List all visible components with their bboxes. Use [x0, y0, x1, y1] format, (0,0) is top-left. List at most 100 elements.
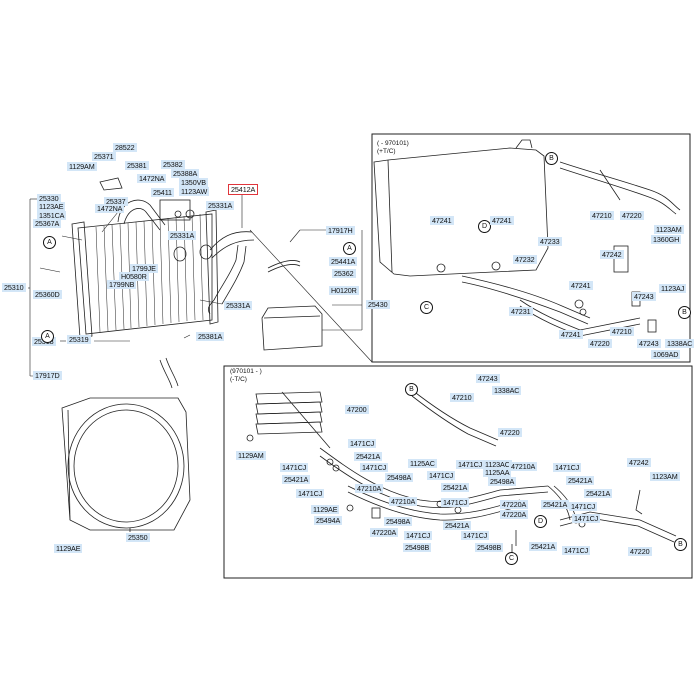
part-label[interactable]: 25498B [475, 543, 504, 552]
part-label[interactable]: 1471CJ [441, 498, 470, 507]
part-label[interactable]: 1125AC [408, 459, 437, 468]
part-label[interactable]: 1129AM [67, 162, 97, 171]
part-label[interactable]: 1360GH [651, 235, 682, 244]
part-label[interactable]: 25388A [171, 169, 200, 178]
part-label[interactable]: 1471CJ [280, 463, 309, 472]
part-label[interactable]: 1351CA [37, 211, 67, 220]
part-label[interactable]: 1338AC [492, 386, 522, 395]
part-label[interactable]: 25498A [385, 473, 414, 482]
part-label[interactable]: 1799NB [107, 280, 137, 289]
part-label[interactable]: 47220 [620, 211, 644, 220]
part-label[interactable]: 25441A [329, 257, 358, 266]
part-label[interactable]: 1125AA [483, 468, 512, 477]
part-label[interactable]: 1123AJ [659, 284, 687, 293]
part-label[interactable]: 25331A [206, 201, 235, 210]
part-label[interactable]: 47210A [355, 484, 384, 493]
part-label[interactable]: 1069AD [651, 350, 681, 359]
part-label[interactable]: 25421A [529, 542, 558, 551]
part-label[interactable]: 28522 [113, 143, 137, 152]
part-label[interactable]: 47210 [590, 211, 614, 220]
part-label[interactable]: 1338AC [665, 339, 695, 348]
part-label[interactable]: 47210 [450, 393, 474, 402]
part-label[interactable]: 1123AM [654, 225, 684, 234]
part-label[interactable]: 25350 [126, 533, 150, 542]
part-label[interactable]: 47220A [500, 500, 529, 509]
part-label[interactable]: 1123AC [483, 460, 512, 469]
part-label[interactable]: H0120R [329, 286, 359, 295]
part-label[interactable]: 47232 [513, 255, 537, 264]
part-label[interactable]: 25319 [67, 335, 91, 344]
part-label[interactable]: 1471CJ [553, 463, 582, 472]
part-label[interactable]: 47241 [569, 281, 593, 290]
part-label[interactable]: 25498A [488, 477, 517, 486]
part-label[interactable]: 47220 [498, 428, 522, 437]
part-label[interactable]: 1471CJ [348, 439, 377, 448]
part-label[interactable]: 25421A [584, 489, 613, 498]
part-label[interactable]: 25421A [282, 475, 311, 484]
part-label[interactable]: 1129AM [236, 451, 266, 460]
part-label[interactable]: 47243 [637, 339, 661, 348]
part-label-highlighted[interactable]: 25412A [228, 184, 259, 195]
part-label[interactable]: 47233 [538, 237, 562, 246]
part-label[interactable]: 1472NA [95, 204, 125, 213]
part-label[interactable]: 47243 [632, 292, 656, 301]
part-label[interactable]: 25411 [151, 188, 174, 197]
part-label[interactable]: 47200 [345, 405, 369, 414]
part-label[interactable]: 25331A [168, 231, 197, 240]
part-label[interactable]: 25430 [366, 300, 390, 309]
part-label[interactable]: 1471CJ [360, 463, 389, 472]
part-label[interactable]: 47242 [627, 458, 651, 467]
part-label[interactable]: 1123AE [37, 202, 66, 211]
part-label[interactable]: 25421A [443, 521, 472, 530]
part-label[interactable]: 25367A [33, 219, 62, 228]
part-label[interactable]: 47243 [476, 374, 500, 383]
part-label[interactable]: 1129AE [54, 544, 83, 553]
part-label[interactable]: 1471CJ [404, 531, 433, 540]
part-label[interactable]: 25330 [37, 194, 61, 203]
part-label[interactable]: 1472NA [137, 174, 167, 183]
part-label[interactable]: 47210 [610, 327, 634, 336]
part-label[interactable]: H0580R [119, 272, 149, 281]
part-label[interactable]: 47220 [588, 339, 612, 348]
part-label[interactable]: 1350VB [179, 178, 208, 187]
part-label[interactable]: 1471CJ [296, 489, 325, 498]
part-label[interactable]: 1129AE [311, 505, 340, 514]
part-label[interactable]: 1799JE [130, 264, 158, 273]
part-label[interactable]: 47241 [430, 216, 454, 225]
part-label[interactable]: 1471CJ [562, 546, 591, 555]
part-label[interactable]: 25382 [161, 160, 185, 169]
part-label[interactable]: 25381 [125, 161, 149, 170]
part-label[interactable]: 47210A [389, 497, 418, 506]
part-label[interactable]: 25498B [403, 543, 432, 552]
part-label[interactable]: 25381A [196, 332, 225, 341]
part-label[interactable]: 25421A [541, 500, 570, 509]
part-label[interactable]: 1471CJ [456, 460, 485, 469]
part-label[interactable]: 25371 [92, 152, 116, 161]
part-label[interactable]: 47231 [509, 307, 533, 316]
part-label[interactable]: 47242 [600, 250, 624, 259]
part-label[interactable]: 25362 [332, 269, 356, 278]
part-label[interactable]: 17917D [33, 371, 62, 380]
part-label[interactable]: 25337 [104, 197, 128, 206]
part-label[interactable]: 47220A [500, 510, 529, 519]
part-label[interactable]: 47220A [370, 528, 399, 537]
part-label[interactable]: 25421A [566, 476, 595, 485]
part-label[interactable]: 25331A [224, 301, 253, 310]
part-label[interactable]: 47241 [490, 216, 514, 225]
part-label[interactable]: 1123AW [179, 187, 210, 196]
part-label[interactable]: 25360D [33, 290, 62, 299]
part-label[interactable]: 1471CJ [572, 514, 601, 523]
part-label[interactable]: 47210A [509, 462, 538, 471]
part-label[interactable]: 25421A [354, 452, 383, 461]
part-label[interactable]: 1471CJ [461, 531, 490, 540]
part-label[interactable]: 1471CJ [569, 502, 598, 511]
part-label[interactable]: 25494A [314, 516, 343, 525]
part-label[interactable]: 25421A [441, 483, 470, 492]
part-label[interactable]: 1123AM [650, 472, 680, 481]
part-label[interactable]: 47220 [628, 547, 652, 556]
part-label[interactable]: 25310 [2, 283, 26, 292]
part-label[interactable]: 1471CJ [427, 471, 456, 480]
part-label[interactable]: 47241 [559, 330, 583, 339]
part-label[interactable]: 17917H [326, 226, 355, 235]
part-label[interactable]: 25498A [384, 517, 413, 526]
